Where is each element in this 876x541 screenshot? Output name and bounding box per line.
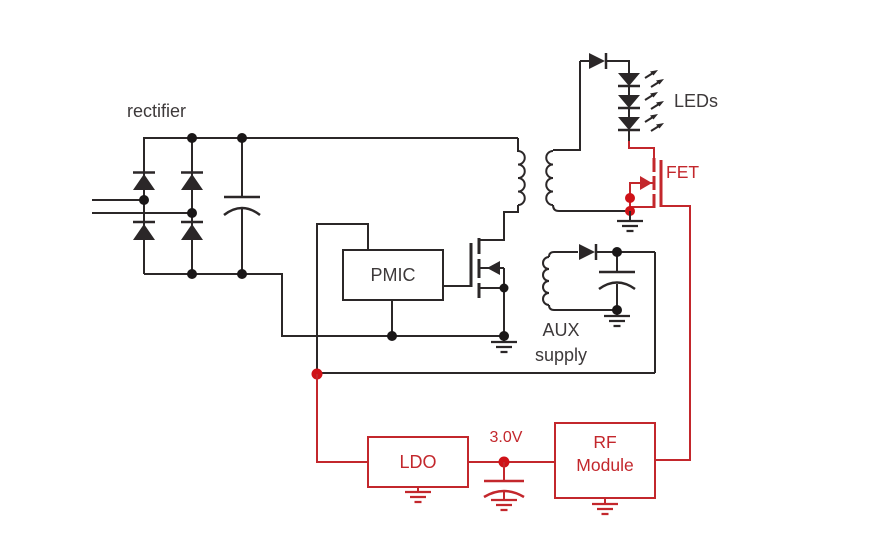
- rf-module-section: RF Module: [554, 422, 656, 516]
- junction-dot: [499, 331, 509, 341]
- led-triangle: [618, 117, 640, 130]
- rectifier-label: rectifier: [127, 101, 186, 121]
- primary-bottom-wire: [503, 205, 519, 241]
- led-light-arrow: [650, 100, 665, 110]
- led-light-arrow: [650, 78, 665, 88]
- diode-triangle: [589, 53, 605, 69]
- ground-symbol-red: [489, 498, 519, 512]
- diode-wires: [580, 60, 630, 73]
- rf-module-label-line1: RF: [593, 432, 616, 452]
- bridge-diode-3: [181, 171, 203, 190]
- switching-mosfet: [387, 238, 519, 354]
- fet-drain-wire: [628, 141, 655, 158]
- dc-top-rail: [143, 137, 518, 274]
- led-light-arrow: [644, 91, 659, 101]
- ground-symbol: [602, 314, 632, 328]
- pmic-supply-wire: [316, 223, 369, 374]
- ground-symbol: [489, 340, 519, 354]
- bridge-rectifier-section: rectifier: [92, 101, 518, 337]
- bridge-diode-4: [181, 220, 203, 240]
- junction-dot: [187, 208, 197, 218]
- rail-3v0: 3.0V: [483, 429, 525, 512]
- dc-bottom-rail: [144, 273, 504, 337]
- ldo-label: LDO: [399, 452, 436, 472]
- transformer: [503, 61, 630, 241]
- led-3: [618, 113, 665, 132]
- led-light-arrow: [650, 122, 665, 132]
- pmic-label: PMIC: [371, 265, 416, 285]
- ground-symbol-red: [590, 502, 620, 516]
- junction-dot: [139, 195, 149, 205]
- diode-triangle: [133, 224, 155, 240]
- junction-dot: [237, 133, 247, 143]
- dimming-fet-section: FET: [615, 141, 699, 461]
- fet-gate-drive-wire: [655, 205, 691, 461]
- pmic-section: PMIC: [316, 223, 471, 374]
- bridge-diode-2: [133, 220, 155, 240]
- capacitor-plate-curved: [598, 281, 636, 291]
- aux-winding: [542, 256, 550, 306]
- rf-module-label-line2: Module: [576, 455, 633, 475]
- secondary-top-wire: [553, 61, 581, 151]
- aux-supply-label-line1: AUX: [542, 320, 579, 340]
- aux-supply-label-line2: supply: [535, 345, 587, 365]
- rail-voltage-label: 3.0V: [490, 429, 523, 446]
- fet-body-arrow: [640, 176, 652, 190]
- led-triangle: [618, 95, 640, 108]
- diode-triangle: [181, 174, 203, 190]
- junction-dot: [187, 269, 197, 279]
- rail-capacitor: [483, 462, 525, 500]
- diode-triangle: [133, 174, 155, 190]
- primary-winding: [517, 138, 526, 206]
- led-rectifier-diode: [580, 53, 630, 73]
- capacitor-plate-curved: [223, 206, 261, 217]
- secondary-winding: [545, 150, 554, 206]
- ldo-section: LDO: [311, 368, 555, 504]
- bridge-diode-1: [133, 171, 155, 190]
- aux-output-wire: [317, 252, 656, 374]
- aux-supply-section: AUX supply: [317, 244, 656, 374]
- led-string-section: LEDs: [580, 53, 718, 141]
- led-1: [618, 69, 665, 88]
- led-2: [618, 91, 665, 110]
- leds-label: LEDs: [674, 91, 718, 111]
- junction-dot-red: [625, 193, 635, 203]
- led-light-arrow: [644, 113, 659, 123]
- smoothing-capacitor: [223, 138, 261, 274]
- diode-triangle: [181, 224, 203, 240]
- junction-dot: [612, 247, 622, 257]
- junction-dot: [237, 269, 247, 279]
- aux-winding-top-wire: [548, 251, 578, 258]
- ldo-input-wire: [316, 374, 368, 463]
- rf-module-box: [554, 422, 656, 499]
- aux-winding-bottom-wire: [548, 304, 617, 311]
- pmic-box: [342, 249, 444, 301]
- aux-diode: [579, 244, 655, 260]
- ground-symbol: [615, 219, 645, 233]
- mosfet-terminal-stubs: [479, 239, 505, 289]
- mosfet-body-arrow: [487, 261, 500, 275]
- junction-dot: [187, 133, 197, 143]
- diode-triangle: [579, 244, 595, 260]
- junction-dot: [387, 331, 397, 341]
- secondary-bottom-wire: [552, 204, 630, 212]
- capacitor-plate-curved: [483, 489, 525, 499]
- led-triangle: [618, 73, 640, 86]
- ground-symbol-red: [403, 490, 433, 504]
- junction-dot: [499, 283, 509, 293]
- fet-label: FET: [666, 162, 699, 182]
- led-light-arrow: [644, 69, 659, 79]
- junction-dot: [612, 305, 622, 315]
